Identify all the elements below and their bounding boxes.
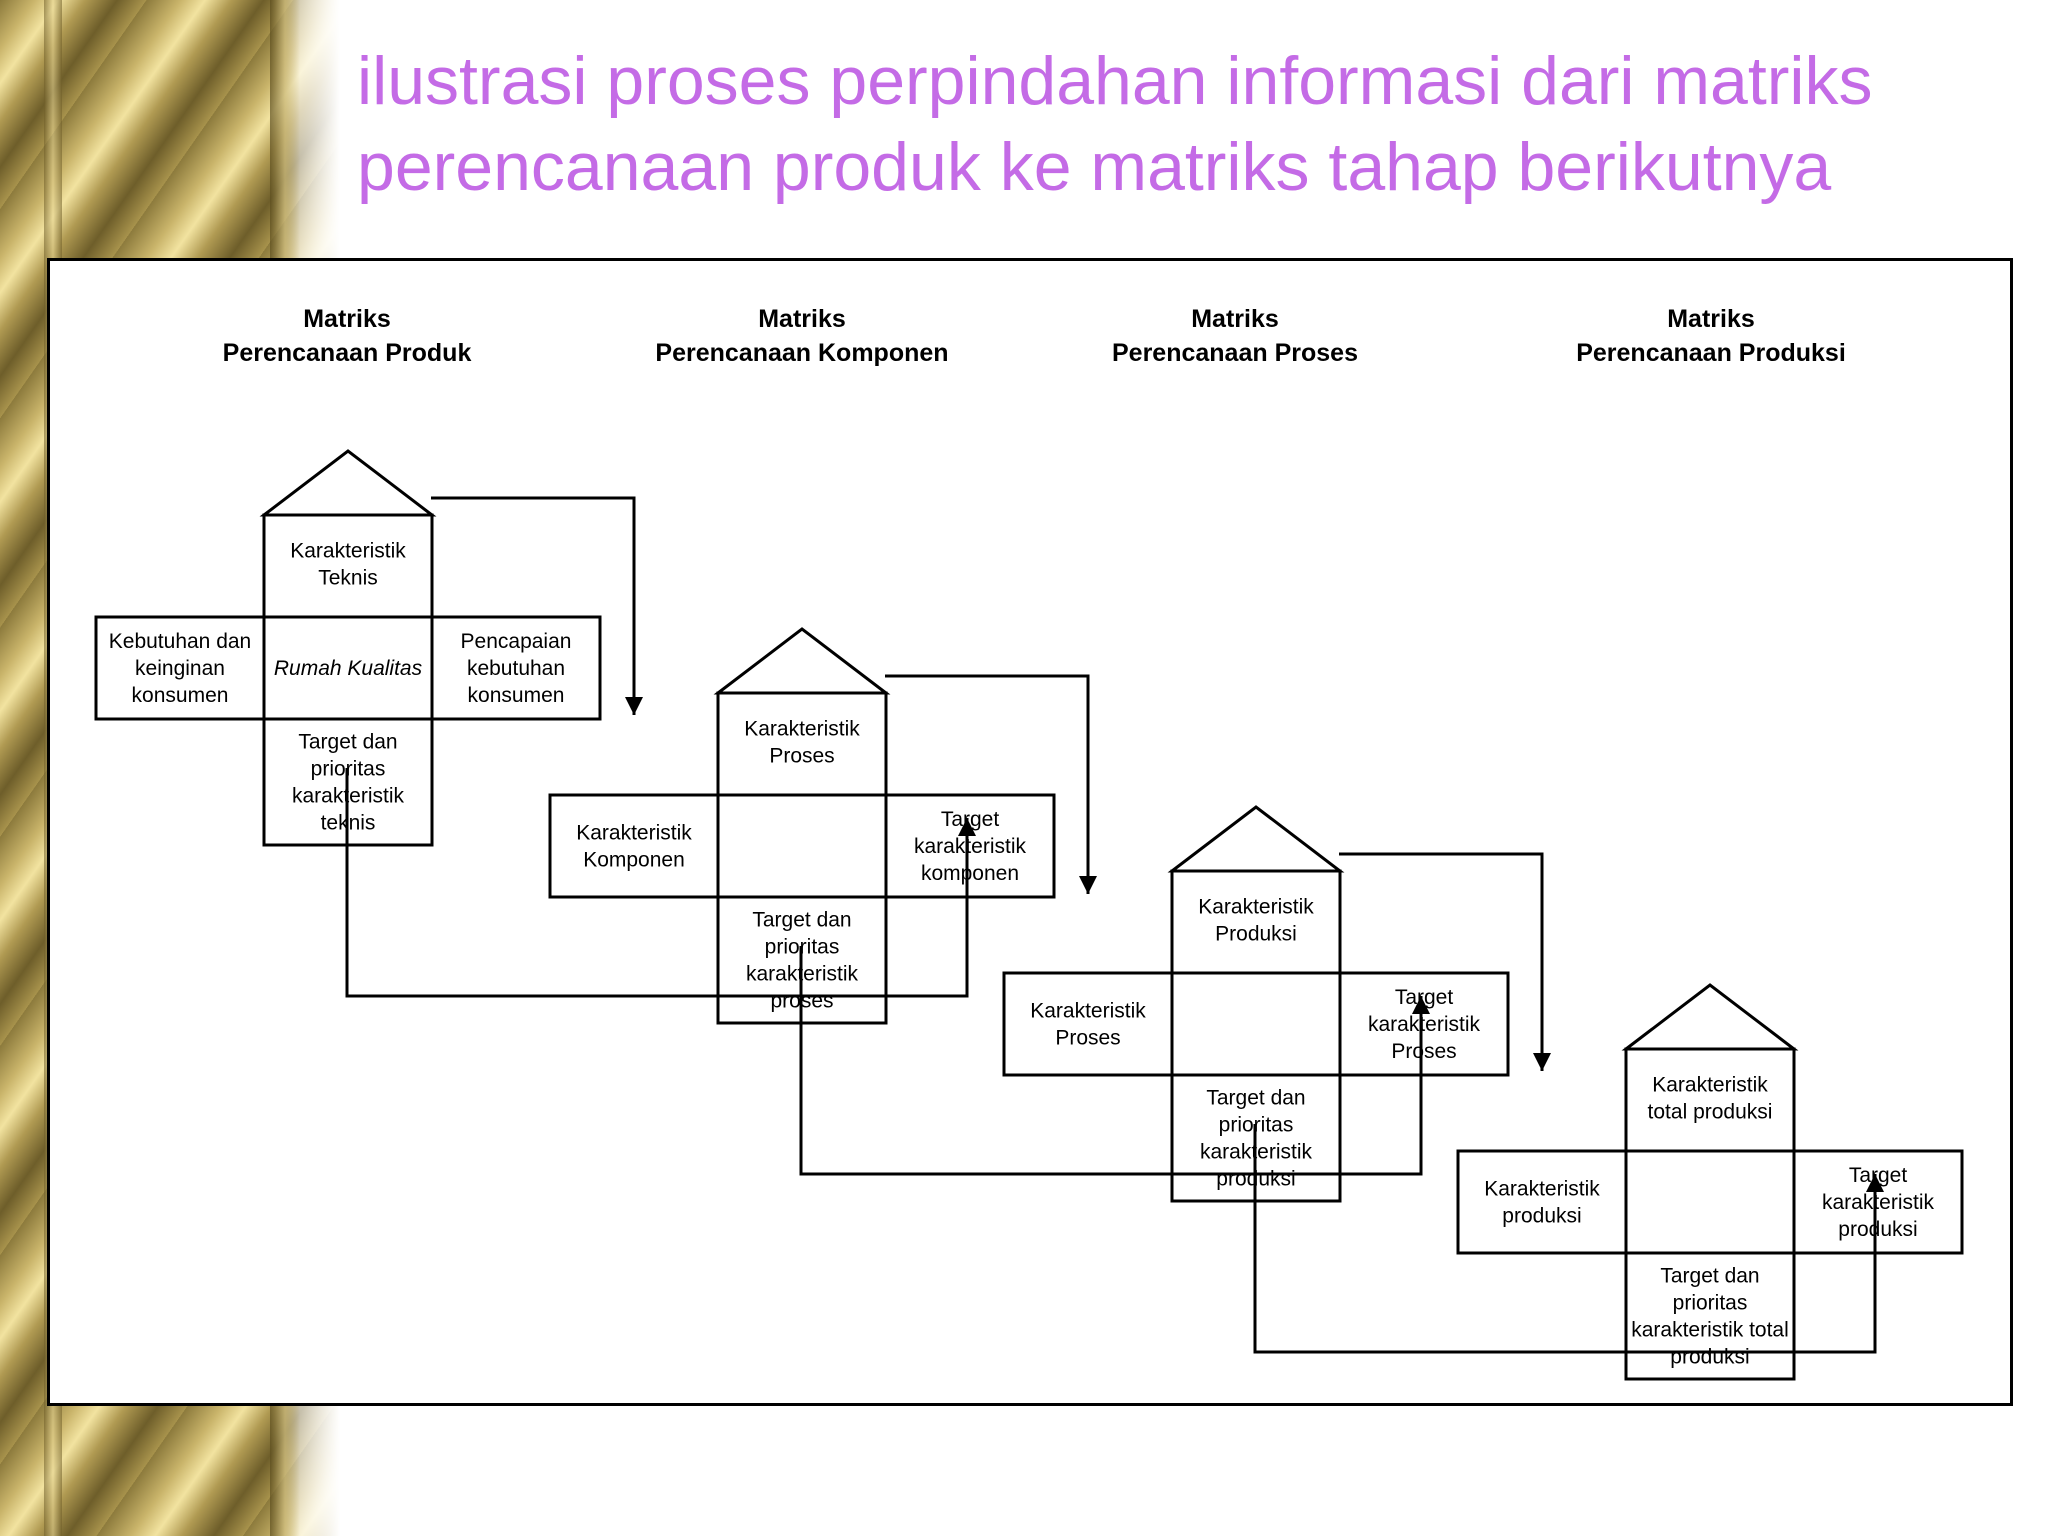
matrix-right-label-line-1: Target [1395,986,1454,1009]
matrix-heading-4-line-2: Perencanaan Produksi [1576,339,1846,367]
connector-m3-top-to-m4-left [1339,852,1551,1071]
matrix-left-label-line-1: Karakteristik [1484,1178,1600,1201]
matrix-heading-2-line-2: Perencanaan Komponen [655,339,948,367]
matrix-left-label-line-2: Komponen [583,849,685,872]
matrix-2: KarakteristikProsesKarakteristikKomponen… [548,627,1056,1025]
matrix-top-label-line-2: total produksi [1648,1101,1773,1124]
matrix-bottom-label-line-4: produksi [1670,1346,1749,1369]
matrix-heading-3-line-1: Matriks [1191,305,1279,333]
matrix-left-label-line-2: keinginan [135,657,225,680]
matrix-middle-row [94,615,602,721]
connector-m2-bottom-to-m3-right [799,946,1430,1176]
matrix-right-label-line-1: Pencapaian [461,630,572,653]
matrix-left-label-line-2: produksi [1502,1205,1581,1228]
matrix-bottom-label-line-1: Target dan [1660,1265,1759,1288]
connector-m1-bottom-to-m2-right [345,768,976,998]
matrix-middle-row [1002,971,1510,1077]
matrix-top-label-line-1: Karakteristik [1652,1074,1768,1097]
slide-title: ilustrasi proses perpindahan informasi d… [357,38,2017,210]
matrix-right-label-line-2: kebutuhan [467,657,565,680]
matrix-right-label-line-3: Proses [1391,1040,1456,1063]
matrix-bottom-label-line-3: karakteristik total [1631,1319,1789,1342]
matrix-left-label-line-1: Karakteristik [1030,1000,1146,1023]
matrix-right-label-line-3: produksi [1838,1218,1917,1241]
matrix-heading-1-line-1: Matriks [303,305,391,333]
matrix-right-label-line-2: karakteristik [1368,1013,1481,1036]
matrix-bottom-label-line-2: prioritas [1673,1292,1748,1315]
matrix-left-label-line-2: Proses [1055,1027,1120,1050]
matrix-top-cell [262,513,434,619]
matrix-top-cell [1170,869,1342,975]
matrix-heading-2-line-1: Matriks [758,305,846,333]
matrix-left-label-line-1: Karakteristik [576,822,692,845]
connector-m2-top-to-m3-left [885,674,1097,894]
matrix-bottom-cell [1624,1251,1796,1381]
matrix-right-label-line-3: konsumen [468,684,565,707]
matrix-right-label-line-2: karakteristik [914,835,1027,858]
matrix-top-label-line-1: Karakteristik [290,540,406,563]
matrix-heading-1-line-2: Perencanaan Produk [223,339,472,367]
connector-m3-bottom-to-m4-right [1253,1124,1884,1354]
matrix-top-cell [716,691,888,797]
matrix-top-label-line-2: Proses [769,745,834,768]
matrix-top-label-line-2: Produksi [1215,923,1297,946]
connector-m1-top-to-m2-left [431,496,643,715]
matrix-top-label-line-2: Teknis [318,567,378,590]
matrix-top-label-line-1: Karakteristik [744,718,860,741]
matrix-center-label-line-1: Rumah Kualitas [274,657,423,680]
matrix-bottom-label-line-1: Target dan [752,909,851,932]
matrix-right-label-line-1: Target [1849,1164,1908,1187]
matrix-heading-3-line-2: Perencanaan Proses [1112,339,1358,367]
matrix-top-label-line-1: Karakteristik [1198,896,1314,919]
matrix-right-label-line-3: komponen [921,862,1019,885]
matrix-middle-row [1456,1149,1964,1255]
matrix-left-label-line-3: konsumen [132,684,229,707]
matrix-bottom-label-line-1: Target dan [1206,1087,1305,1110]
matrix-bottom-label-line-1: Target dan [298,731,397,754]
matrix-middle-row [548,793,1056,899]
matrix-left-label-line-1: Kebutuhan dan [109,630,251,653]
slide-title-line-2: perencanaan produk ke matriks tahap beri… [357,129,1832,205]
connectors [345,496,1884,1354]
matrix-right-label-line-1: Target [941,808,1000,831]
matrix-right-label-line-2: karakteristik [1822,1191,1935,1214]
slide-title-line-1: ilustrasi proses perpindahan informasi d… [357,43,1873,119]
matrix-heading-4-line-1: Matriks [1667,305,1755,333]
